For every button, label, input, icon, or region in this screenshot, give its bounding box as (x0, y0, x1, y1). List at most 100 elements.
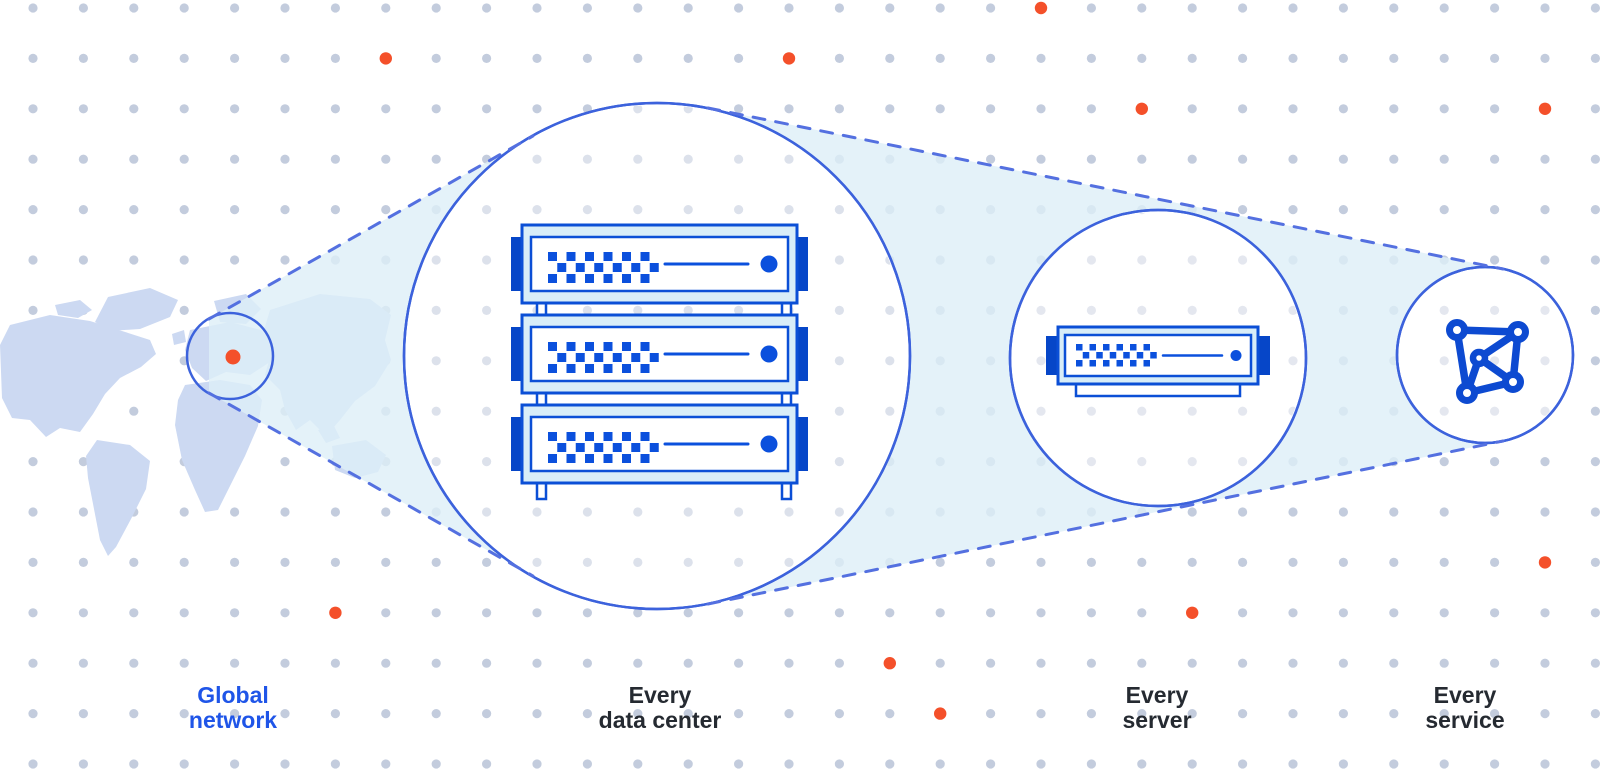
grid-dot (1137, 608, 1147, 618)
grid-dot (78, 759, 88, 769)
matrix-pixel (640, 454, 650, 463)
grid-dot (330, 154, 340, 164)
grid-dot (1439, 507, 1449, 517)
grid-dot (1238, 205, 1248, 215)
grid-dot (1187, 104, 1197, 114)
orange-grid-dot (1538, 556, 1552, 569)
grid-dot (78, 3, 88, 13)
matrix-pixel (1143, 344, 1150, 351)
grid-dot (1439, 457, 1449, 467)
grid-dot (834, 205, 845, 215)
grid-dot (129, 759, 139, 769)
grid-dot (532, 154, 542, 164)
status-led (1230, 350, 1242, 361)
matrix-pixel (612, 443, 622, 452)
grid-dot (1187, 759, 1197, 769)
matrix-pixel (566, 364, 576, 373)
matrix-pixel (1143, 360, 1150, 367)
grid-dot (1590, 759, 1600, 769)
grid-dot (431, 759, 441, 769)
grid-dot (1187, 709, 1197, 719)
grid-dot (1187, 406, 1197, 416)
matrix-pixel (1116, 360, 1123, 367)
grid-dot (935, 104, 945, 114)
grid-dot (1288, 608, 1298, 618)
grid-dot (381, 205, 391, 215)
grid-dot (431, 3, 441, 13)
grid-dot (1439, 356, 1449, 366)
grid-dot (1439, 154, 1449, 164)
grid-dot (683, 608, 693, 618)
matrix-pixel (575, 263, 585, 272)
matrix-pixel (640, 252, 650, 261)
grid-dot (280, 507, 290, 517)
grid-dot (28, 154, 38, 164)
grid-dot (129, 205, 139, 215)
grid-dot (784, 104, 794, 114)
grid-dot (582, 154, 593, 164)
matrix-pixel (603, 274, 613, 283)
grid-dot (1137, 709, 1147, 719)
matrix-pixel (594, 353, 604, 362)
grid-dot (1137, 557, 1147, 568)
grid-dot (1036, 759, 1046, 769)
grid-dot (885, 709, 895, 719)
grid-dot (1590, 154, 1600, 164)
grid-dot (1036, 356, 1046, 366)
grid-dot (1086, 104, 1096, 114)
grid-dot (1238, 406, 1248, 416)
grid-dot (834, 255, 845, 265)
grid-dot (179, 104, 189, 114)
grid-dot (1187, 457, 1197, 467)
matrix-pixel (566, 274, 576, 283)
grid-dot (1238, 104, 1248, 114)
grid-dot (1036, 406, 1046, 416)
grid-dot (784, 3, 794, 13)
grid-dot (1439, 759, 1449, 769)
grid-dot (582, 658, 593, 668)
grid-dot (1590, 658, 1600, 668)
grid-dot (633, 507, 643, 517)
grid-dot (1439, 608, 1449, 618)
grid-dot (1389, 759, 1399, 769)
grid-dot (1036, 305, 1046, 315)
grid-dot (1490, 104, 1500, 114)
grid-dot (1389, 709, 1399, 719)
grid-dot (1490, 154, 1500, 164)
grid-dot (78, 104, 88, 114)
grid-dot (986, 658, 996, 668)
grid-dot (1338, 3, 1348, 13)
grid-dot (1439, 305, 1449, 315)
matrix-pixel (603, 364, 613, 373)
grid-dot (1288, 205, 1298, 215)
server-unit (511, 313, 808, 395)
grid-dot (986, 759, 996, 769)
grid-dot (1338, 709, 1348, 719)
grid-dot (129, 3, 139, 13)
grid-dot (179, 3, 189, 13)
grid-dot (986, 104, 996, 114)
grid-dot (78, 154, 88, 164)
matrix-pixel (557, 443, 567, 452)
grid-dot (1086, 154, 1096, 164)
grid-dot (28, 658, 38, 668)
grid-dot (1086, 457, 1096, 467)
grid-dot (78, 557, 88, 568)
grid-dot (1490, 3, 1500, 13)
grid-dot (1187, 507, 1197, 517)
grid-dot (935, 557, 945, 568)
matrix-pixel (612, 353, 622, 362)
grid-dot (1490, 507, 1500, 517)
grid-dot (179, 305, 189, 315)
grid-dot (1238, 709, 1248, 719)
matrix-pixel (649, 263, 659, 272)
grid-dot (1338, 154, 1348, 164)
grid-dot (431, 709, 441, 719)
grid-dot (230, 205, 240, 215)
grid-dot (1590, 557, 1600, 568)
grid-dot (179, 507, 189, 517)
grid-dot (633, 53, 643, 64)
server-dot-matrix (548, 252, 659, 463)
grid-dot (1490, 759, 1500, 769)
grid-dot (784, 154, 794, 164)
